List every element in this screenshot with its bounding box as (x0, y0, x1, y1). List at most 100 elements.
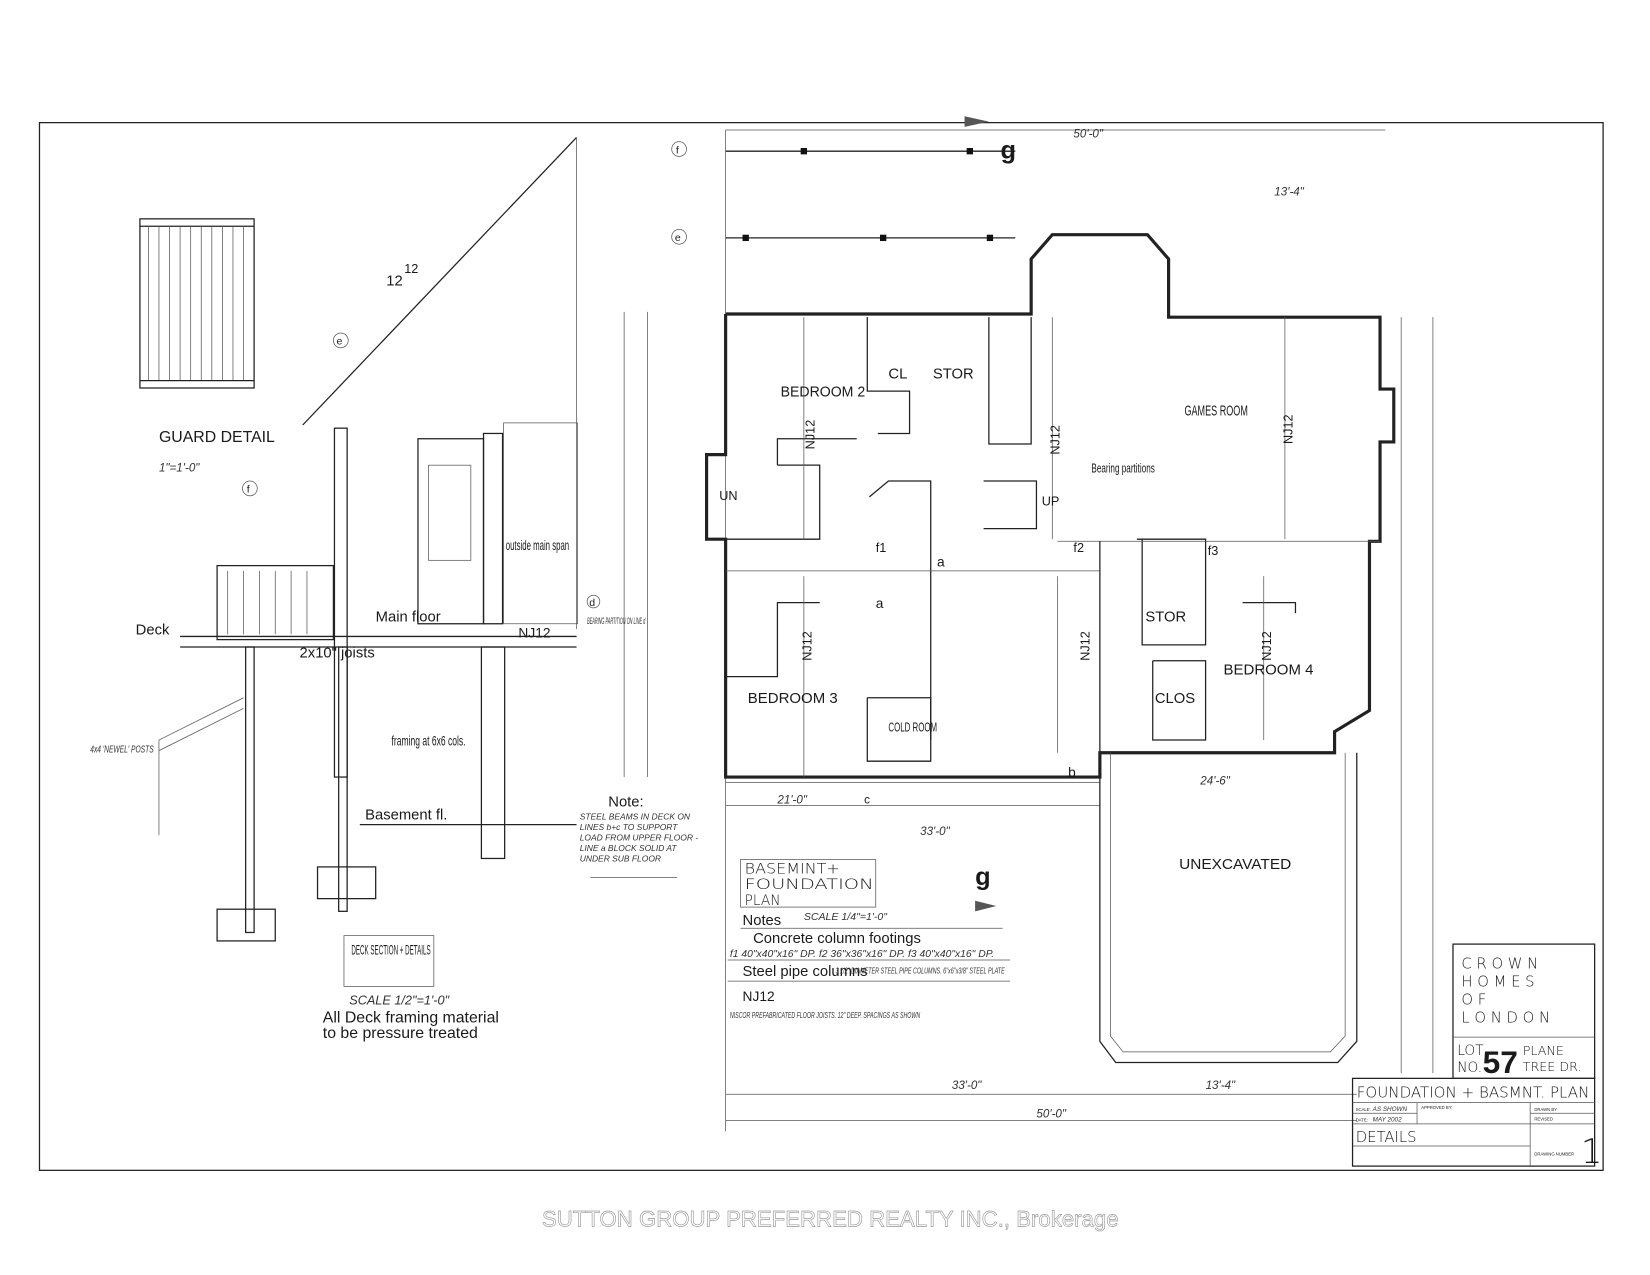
plan-grid-d: d (589, 597, 595, 609)
legend-footings-values: f1 40"x40"x16" DP. f2 36"x36"x16" DP. f3… (730, 948, 994, 960)
scale-label: SCALE: (1356, 1107, 1371, 1112)
room-stor-2: STOR (1145, 610, 1186, 626)
date-label: DATE: (1356, 1118, 1368, 1123)
lot-label-2: NO. (1457, 1060, 1482, 1076)
plan-grid-a2: a (876, 596, 884, 611)
guard-detail-title: GUARD DETAIL (159, 429, 275, 446)
room-games: GAMES ROOM (1184, 403, 1247, 419)
guard-detail: GUARD DETAIL 1"=1'-0" (139, 218, 275, 475)
legend-title-1: BASEMINT+ (745, 861, 840, 877)
joist-label: NJ12 (1049, 425, 1063, 455)
room-cl: CL (888, 366, 907, 382)
nj12-label: NJ12 (518, 626, 550, 641)
stair-un: UN (719, 489, 737, 503)
dim-33a: 33'-0" (952, 1079, 982, 1092)
plan-grid-a: a (937, 555, 945, 570)
joist-label: NJ12 (1281, 414, 1295, 444)
grid-bubble-f (242, 480, 258, 497)
room-bedroom-3: BEDROOM 3 (748, 691, 838, 707)
stair-up: UP (1042, 494, 1060, 508)
roof-pitch: 12 (386, 273, 402, 289)
dim-21: 21'-0" (776, 793, 807, 806)
legend-title-2: FOUNDATION (745, 877, 874, 893)
main-floor-label: Main floor (376, 610, 441, 626)
legend-footings-label: Concrete column footings (753, 931, 921, 947)
footing-f1: f1 (876, 541, 887, 555)
drawn-by-label: DRAWN BY (1534, 1107, 1557, 1112)
joist-label: NJ12 (803, 420, 817, 450)
grid-bubble-e (333, 332, 349, 349)
outside-span-label: outside main span (506, 538, 569, 553)
date-value: MAY 2002 (1373, 1117, 1402, 1124)
company-line-3: O F (1461, 991, 1486, 1008)
grid-label-e: e (337, 336, 343, 348)
drawing-number-label: DRAWING NUMBER (1534, 1152, 1574, 1157)
dim-13b: 13'-4" (1206, 1079, 1236, 1092)
roof-pitch-rise: 12 (404, 262, 418, 276)
deck-note-line1: All Deck framing material (323, 1009, 499, 1026)
deck-section-title: DECK SECTION + DETAILS (351, 943, 430, 958)
joist-label: NJ12 (1078, 631, 1092, 661)
joist-label: NJ12 (1260, 631, 1274, 661)
legend-scale: SCALE 1/4"=1'-0" (804, 911, 888, 923)
legend-pipe-label: Steel pipe columns (743, 964, 868, 980)
note-title: Note: (608, 795, 643, 811)
bearing-line-d-label: BEARING PARTITION ON LINE d (587, 616, 645, 627)
drawing-number: 1 (1581, 1132, 1603, 1171)
room-stor-1: STOR (933, 366, 974, 382)
plan-grid-c: c (864, 793, 870, 806)
joists-label: 2x10" joists (300, 646, 375, 662)
grid-label-f: f (247, 484, 250, 496)
plan-grid-f: f (676, 144, 679, 156)
company-line-2: H O M E S (1461, 973, 1534, 990)
foundation-plan: 50'-0" 50'-0" 33'-0" 33'-0" 21'-0" 13'-4… (586, 116, 1434, 1132)
sheet-title: DETAILS (1356, 1129, 1417, 1146)
lot-number: 57 (1483, 1044, 1518, 1080)
dim-33b: 33'-0" (920, 825, 950, 838)
legend-nj12-values: NISCOR PREFABRICATED FLOOR JOISTS. 12" D… (730, 1010, 921, 1020)
scale-value: AS SHOWN (1372, 1106, 1408, 1113)
plan-grid-e: e (675, 232, 681, 244)
section-marker-g-top: g (1000, 137, 1016, 165)
steel-beam-note: Note: STEEL BEAMS IN DECK ON LINES b+c T… (579, 795, 699, 878)
legend-notes: Notes (743, 913, 782, 929)
framing-label: framing at 6x6 cols. (392, 733, 466, 748)
dim-13: 13'-4" (1274, 186, 1304, 199)
newel-label: 4x4 'NEWEL' POSTS (90, 744, 153, 756)
dim-top: 50'-0" (1073, 127, 1103, 140)
street-line-1: PLANE (1523, 1043, 1564, 1058)
legend-title-3: PLAN (745, 893, 781, 909)
watermark: SUTTON GROUP PREFERRED REALTY INC., Brok… (542, 1206, 1119, 1231)
legend-pipe-values: 3 1/2" DIAMETER STEEL PIPE COLUMNS. 6"x6… (836, 966, 1005, 976)
plan-grid-b: b (1068, 765, 1076, 780)
approved-label: APPROVED BY: (1421, 1105, 1452, 1110)
street-line-2: TREE DR. (1523, 1059, 1582, 1074)
drawing-title: FOUNDATION + BASMNT. PLAN (1357, 1084, 1590, 1101)
title-block: C R O W N H O M E S O F L O N D O N LOT … (1351, 943, 1603, 1171)
bearing-partitions-label: Bearing partitions (1091, 462, 1154, 476)
section-marker-g-bottom: g (975, 863, 991, 891)
deck-section: 12 12 e f Main floor Deck 2x10" joists N… (90, 137, 578, 1042)
sheet-border (38, 122, 1604, 1171)
room-bedroom-2: BEDROOM 2 (781, 384, 866, 400)
deck-section-scale: SCALE 1/2"=1'-0" (349, 993, 449, 1007)
note-text: STEEL BEAMS IN DECK ON LINES b+c TO SUPP… (579, 811, 699, 864)
footing-f3: f3 (1208, 544, 1219, 558)
joist-label: NJ12 (800, 631, 814, 661)
room-unexcavated: UNEXCAVATED (1179, 857, 1291, 873)
deck-note-line2: to be pressure treated (323, 1025, 478, 1042)
legend-nj12-label: NJ12 (743, 989, 775, 1004)
room-cold: COLD ROOM (888, 721, 937, 735)
footing-f2: f2 (1073, 541, 1084, 555)
dim-bottom: 50'-0" (1036, 1107, 1066, 1120)
basement-label: Basement fl. (365, 807, 447, 823)
guard-detail-scale: 1"=1'-0" (159, 462, 200, 475)
room-bedroom-4: BEDROOM 4 (1224, 663, 1314, 679)
room-clos: CLOS (1155, 691, 1195, 707)
company-line-1: C R O W N (1461, 955, 1538, 972)
revised-label: REVISED (1534, 1117, 1553, 1122)
plan-legend: BASEMINT+ FOUNDATION PLAN Notes SCALE 1/… (727, 859, 1011, 1020)
company-line-4: L O N D O N (1461, 1009, 1550, 1026)
deck-label: Deck (136, 622, 170, 638)
